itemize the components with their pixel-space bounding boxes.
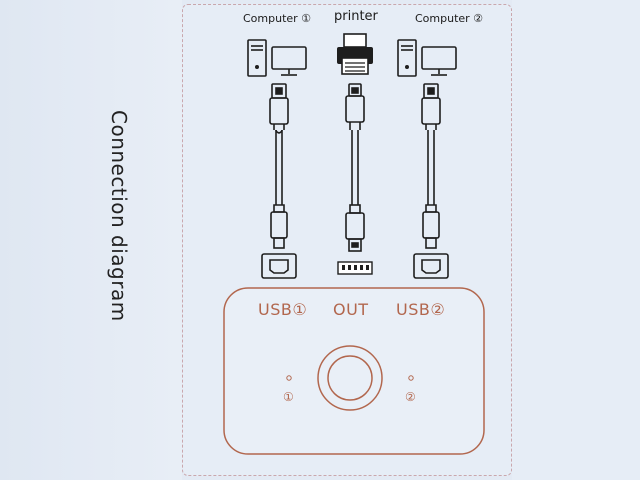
led-2 — [408, 375, 414, 381]
cable-middle-icon — [337, 83, 373, 275]
led-1 — [286, 375, 292, 381]
label-printer: printer — [334, 9, 378, 24]
switch-button-icon[interactable] — [317, 345, 383, 411]
switch-device-body — [223, 287, 485, 455]
label-computer-2: Computer ② — [415, 12, 484, 25]
right-panel — [512, 0, 640, 480]
diagram-title: Connection diagram — [107, 110, 131, 322]
label-computer-1: Computer ① — [243, 12, 312, 25]
cable-right-icon — [413, 83, 449, 279]
computer-1-icon — [247, 39, 307, 77]
port-out-label: OUT — [333, 300, 369, 319]
port-usb-1-label: USB① — [258, 300, 308, 319]
printer-icon — [337, 33, 373, 75]
led-1-label: ① — [283, 390, 294, 404]
port-usb-2-label: USB② — [396, 300, 446, 319]
led-2-label: ② — [405, 390, 416, 404]
cable-left-icon — [261, 83, 297, 279]
computer-2-icon — [397, 39, 457, 77]
left-panel — [0, 0, 182, 480]
